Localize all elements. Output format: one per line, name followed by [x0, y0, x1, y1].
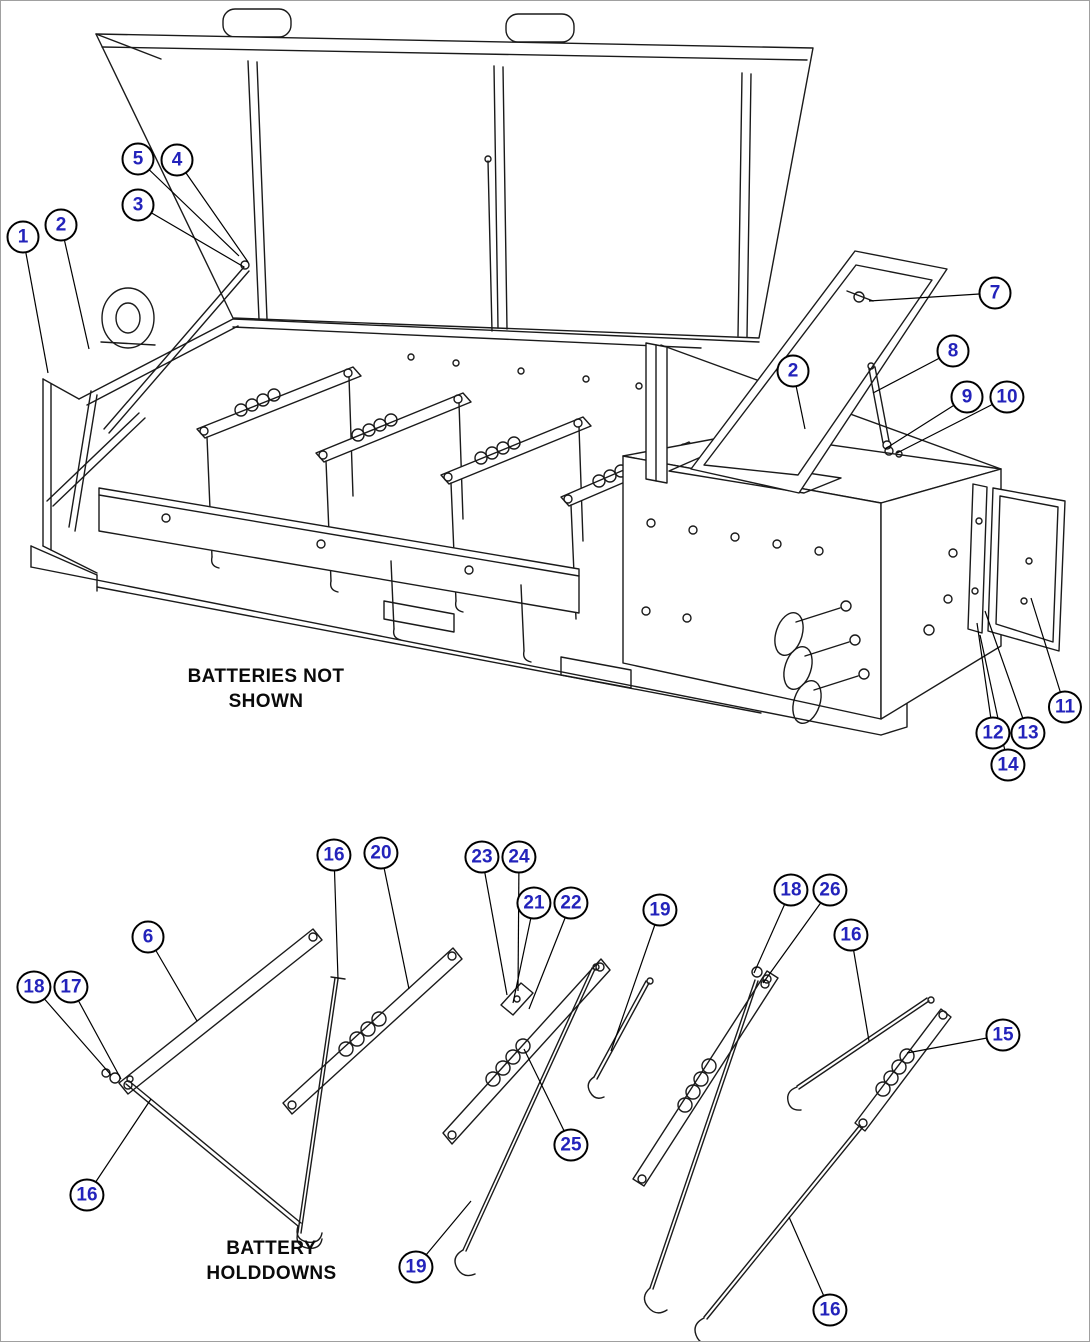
callout-18b[interactable]: 18	[16, 970, 52, 1004]
battery-box-drawing	[30, 8, 1066, 736]
side-cover-plate	[987, 487, 1066, 652]
leader-line-17	[70, 986, 122, 1080]
leader-line-22	[528, 902, 572, 1010]
callout-13[interactable]: 13	[1010, 716, 1046, 750]
leader-line-19a	[610, 909, 661, 1052]
callout-16a[interactable]: 16	[316, 838, 352, 872]
leader-line-4	[176, 159, 249, 263]
callout-16d[interactable]: 16	[812, 1293, 848, 1327]
access-door	[690, 250, 948, 494]
callout-15[interactable]: 15	[985, 1018, 1021, 1052]
callout-18a[interactable]: 18	[773, 873, 809, 907]
callout-2b[interactable]: 2	[776, 354, 810, 388]
leader-line-11	[1030, 597, 1066, 708]
leader-line-12	[976, 622, 994, 734]
callout-2a[interactable]: 2	[44, 208, 78, 242]
callout-19b[interactable]: 19	[398, 1250, 434, 1284]
leader-line-1	[22, 236, 49, 374]
callout-7[interactable]: 7	[978, 276, 1012, 310]
leader-line-16c	[86, 1098, 152, 1196]
callout-17[interactable]: 17	[53, 970, 89, 1004]
callout-12[interactable]: 12	[975, 716, 1011, 750]
box-lid	[95, 33, 814, 339]
callout-23[interactable]: 23	[464, 840, 500, 874]
callout-4[interactable]: 4	[160, 143, 194, 177]
callout-14[interactable]: 14	[990, 748, 1026, 782]
holddowns-drawing	[101, 928, 952, 1341]
callout-5[interactable]: 5	[121, 142, 155, 176]
leader-line-18b	[33, 986, 112, 1076]
caption-battery-holddowns: BATTERY HOLDDOWNS	[206, 1238, 337, 1284]
callout-9[interactable]: 9	[950, 380, 984, 414]
callout-19a[interactable]: 19	[642, 893, 678, 927]
callout-8[interactable]: 8	[936, 334, 970, 368]
leader-line-2a	[60, 224, 90, 350]
caption-batteries-not-shown: BATTERIES NOT SHOWN	[187, 666, 345, 712]
leader-line-5	[137, 158, 240, 257]
callout-26[interactable]: 26	[812, 873, 848, 907]
callout-10[interactable]: 10	[989, 380, 1025, 414]
leader-line-24	[517, 856, 520, 992]
leader-line-20	[380, 852, 410, 990]
leader-line-3	[137, 204, 245, 268]
callout-22[interactable]: 22	[553, 886, 589, 920]
callout-6[interactable]: 6	[131, 920, 165, 954]
callout-25[interactable]: 25	[553, 1128, 589, 1162]
callout-20[interactable]: 20	[363, 836, 399, 870]
callout-21[interactable]: 21	[516, 886, 552, 920]
callout-11[interactable]: 11	[1047, 690, 1083, 724]
leader-line-21	[512, 902, 535, 1004]
leader-line-26	[762, 889, 831, 984]
leader-line-7	[868, 292, 996, 302]
leader-line-10	[896, 396, 1008, 454]
leader-line-13	[984, 610, 1029, 734]
callout-1[interactable]: 1	[6, 220, 40, 254]
callout-16c[interactable]: 16	[69, 1178, 105, 1212]
callout-3[interactable]: 3	[121, 188, 155, 222]
leader-line-23	[481, 856, 508, 996]
leader-line-16b	[850, 934, 870, 1042]
callout-24[interactable]: 24	[501, 840, 537, 874]
leader-line-16a	[333, 854, 339, 980]
callout-16b[interactable]: 16	[833, 918, 869, 952]
